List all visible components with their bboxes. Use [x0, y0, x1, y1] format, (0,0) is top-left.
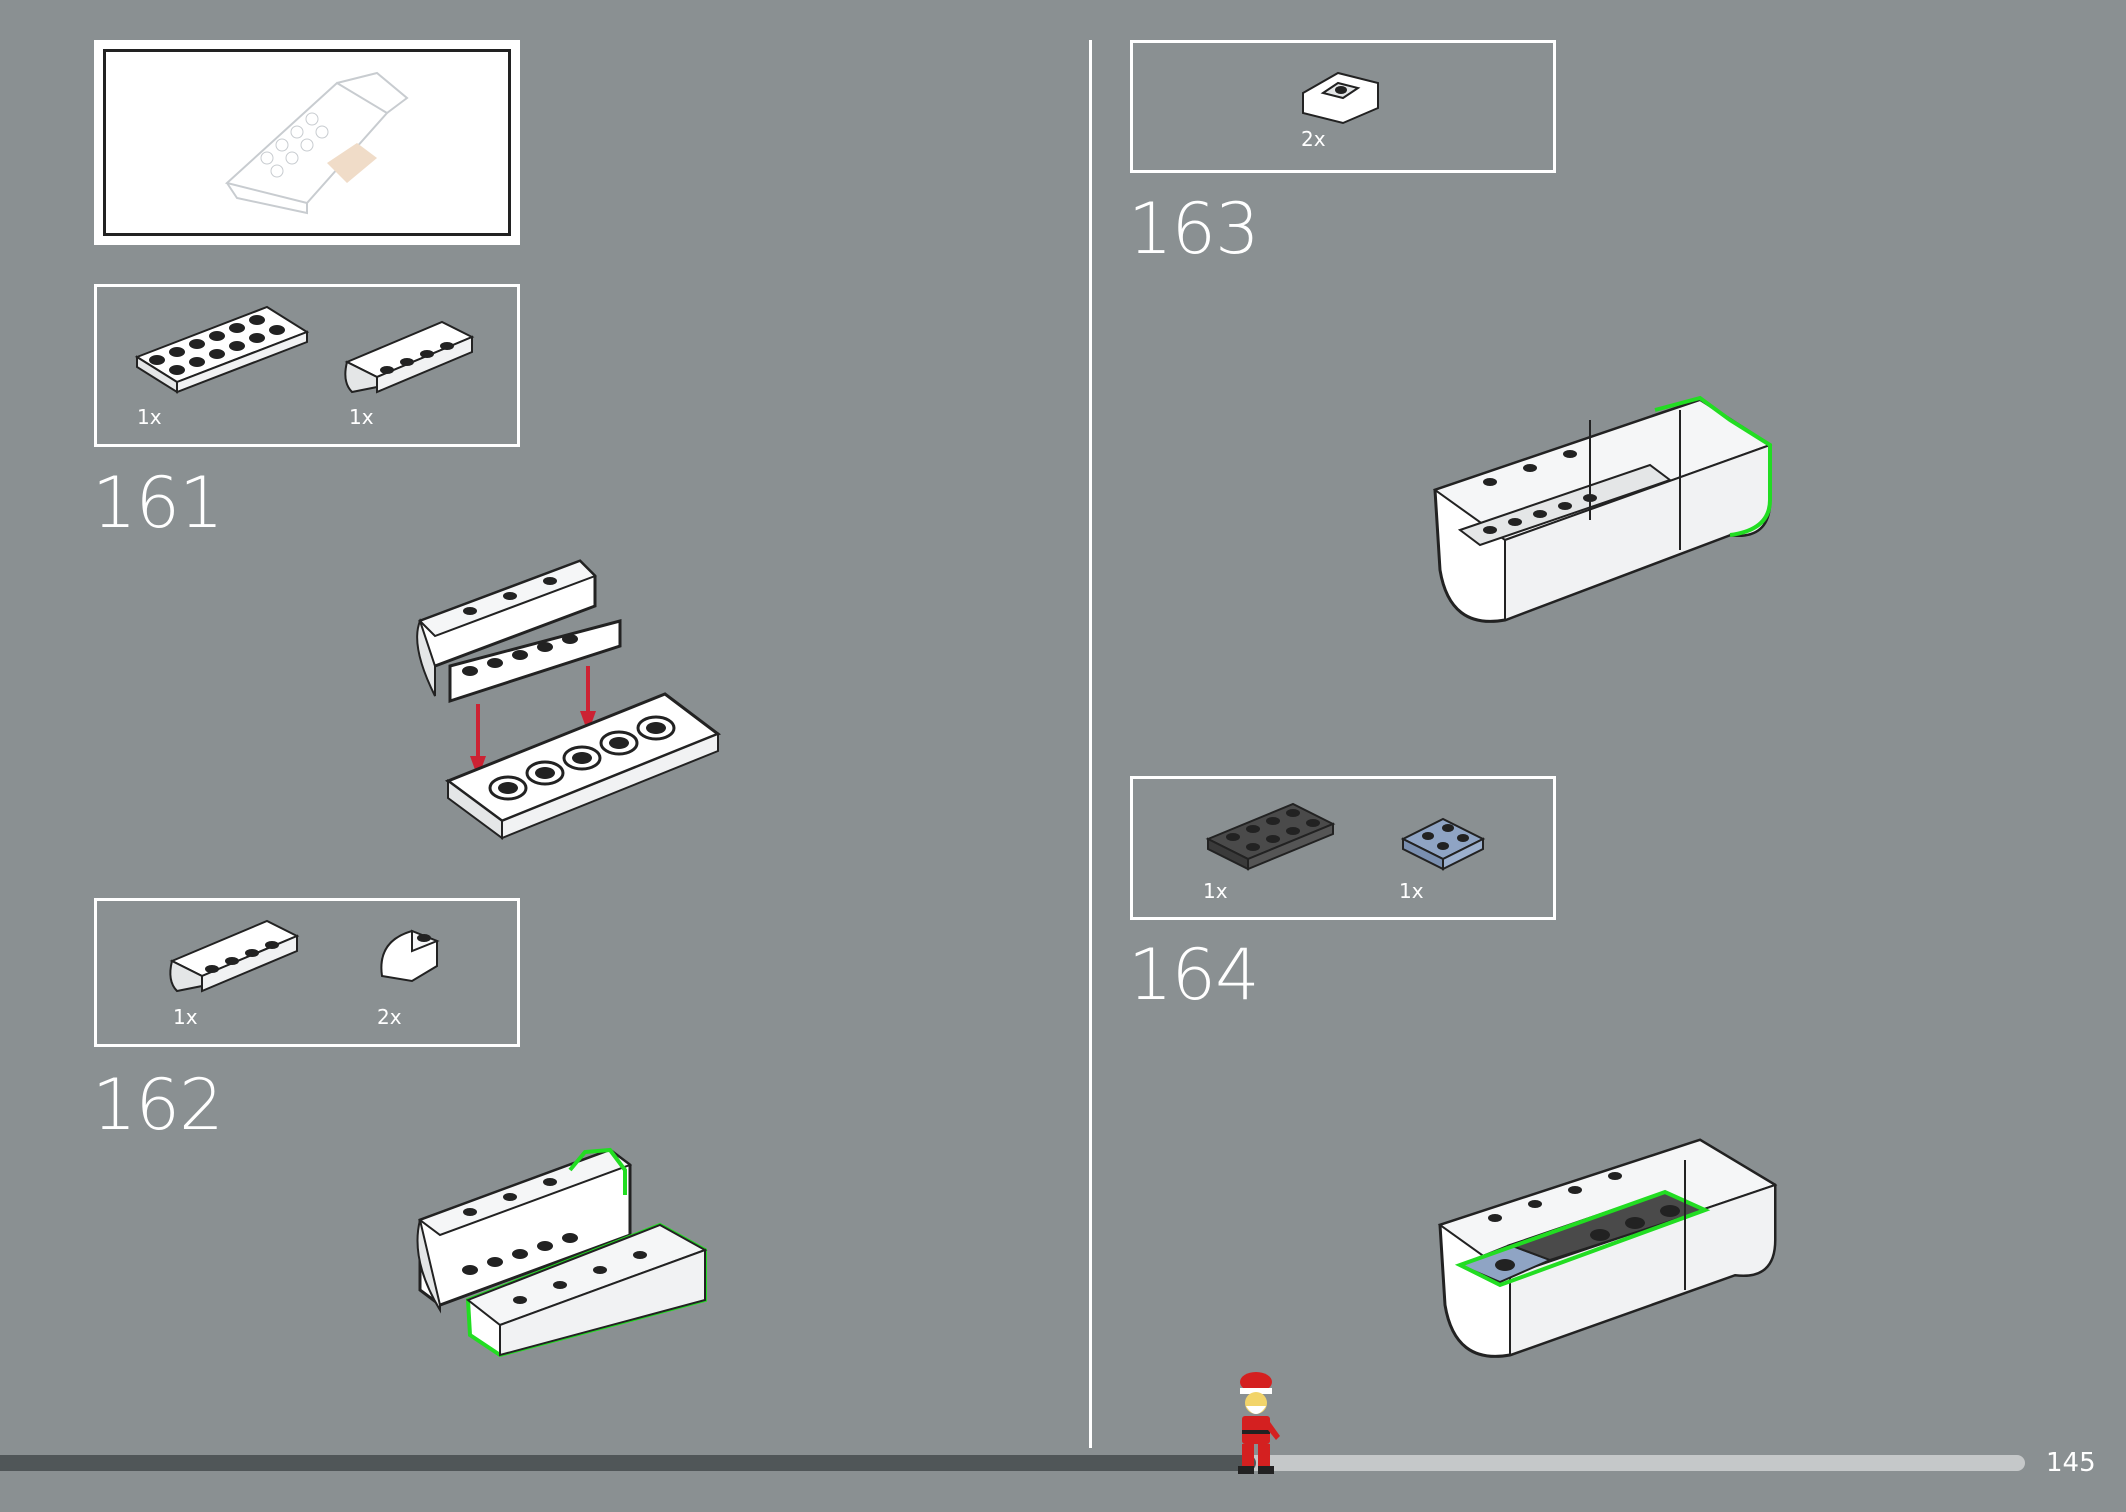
step-164-assembly-illustration	[1437, 1138, 1778, 1358]
parts-box-step-162: 1x 2x	[94, 898, 520, 1047]
step-number: 163	[1128, 188, 1260, 270]
parts-box-step-164: 1x 1x	[1130, 776, 1556, 920]
slope-brick-1x4-icon	[169, 919, 300, 993]
part-quantity: 1x	[1399, 879, 1424, 903]
progress-fill	[0, 1455, 1256, 1471]
step-number: 164	[1128, 934, 1260, 1016]
step-number: 161	[92, 462, 224, 544]
parts-box-step-161: 1x 1x	[94, 284, 520, 447]
part-quantity: 2x	[377, 1005, 402, 1029]
preview-box	[94, 40, 520, 245]
plate-2x6-icon	[134, 305, 310, 394]
part-quantity: 1x	[173, 1005, 198, 1029]
blue-plate-2x2-icon	[1400, 817, 1486, 871]
page-divider	[1089, 40, 1092, 1448]
step-number: 162	[92, 1064, 224, 1146]
part-quantity: 2x	[1301, 127, 1326, 151]
slope-brick-1x4-icon	[344, 320, 475, 394]
page-number: 145	[2046, 1448, 2096, 1478]
step-161-assembly-illustration	[416, 559, 722, 840]
part-quantity: 1x	[349, 405, 374, 429]
step-163-assembly-illustration	[1432, 395, 1773, 623]
santa-minifigure-icon	[1238, 1372, 1280, 1474]
preview-model-illustration	[224, 71, 409, 215]
parts-box-step-163: 2x	[1130, 40, 1556, 173]
part-quantity: 1x	[137, 405, 162, 429]
curved-brick-icon	[380, 929, 440, 983]
bracket-brick-icon	[1302, 71, 1379, 125]
dark-plate-2x4-icon	[1205, 802, 1336, 871]
part-quantity: 1x	[1203, 879, 1228, 903]
step-162-assembly-illustration	[416, 1147, 708, 1358]
